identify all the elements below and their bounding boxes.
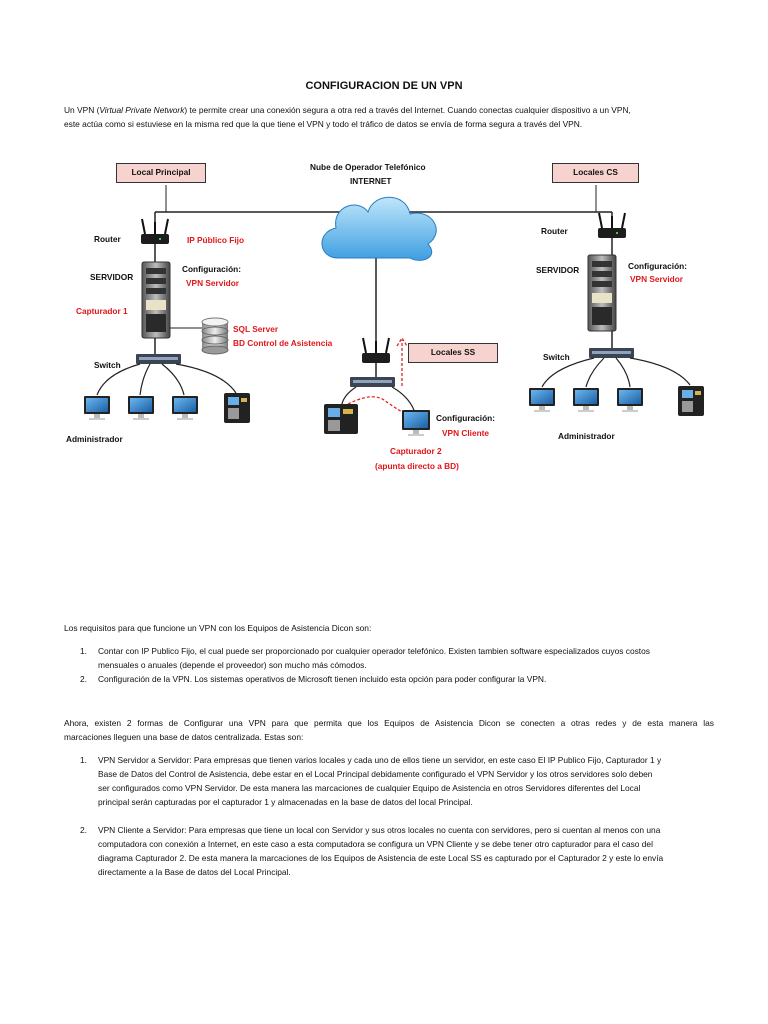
- list-text: principal serán capturadas por el captur…: [98, 797, 473, 807]
- intro-text-2: ) te permite crear una conexión segura a…: [184, 105, 631, 115]
- internet-cloud-icon: [321, 196, 437, 261]
- pc-icon: [128, 396, 154, 420]
- sql-server-label: SQL Server: [233, 324, 279, 334]
- intro-italic: Virtual Private Network: [99, 105, 185, 115]
- list-item: 1. Contar con IP Publico Fijo, el cual p…: [64, 644, 714, 672]
- capturador1-label: Capturador 1: [76, 306, 128, 316]
- server-icon-left: [141, 244, 171, 339]
- list-item: 2. VPN Cliente a Servidor: Para empresas…: [64, 823, 714, 879]
- list-text: ser configurados como VPN Servidor. De e…: [98, 783, 641, 793]
- switch-label-right: Switch: [543, 352, 570, 362]
- router-icon-right: [598, 212, 626, 238]
- local-principal-box: Local Principal: [116, 163, 206, 183]
- intro-text-3: este actúa como si estuviese en la misma…: [64, 119, 583, 129]
- list-text: computadora con conexión a Internet, en …: [98, 839, 653, 849]
- pc-icon: [529, 388, 555, 412]
- wires-center: [341, 386, 415, 411]
- router-label-left: Router: [94, 234, 121, 244]
- cloud-label: Nube de Operador Telefónico: [310, 162, 426, 172]
- formas-list: 1. VPN Servidor a Servidor: Para empresa…: [64, 753, 714, 879]
- list-number: 2.: [80, 674, 87, 684]
- servidor-label-right: SERVIDOR: [536, 265, 580, 275]
- list-text: mensuales o anuales (depende el proveedo…: [98, 660, 367, 670]
- list-text: VPN Cliente a Servidor: Para empresas qu…: [98, 825, 661, 835]
- locales-cs-box: Locales CS: [552, 163, 639, 183]
- config-label-center: Configuración:: [436, 413, 495, 423]
- router-icon-center: [362, 337, 390, 363]
- list-text: VPN Servidor a Servidor: Para empresas q…: [98, 755, 662, 765]
- list-text: diagrama Capturador 2. De esta manera la…: [98, 853, 664, 863]
- intro-paragraph: Un VPN (Virtual Private Network) te perm…: [64, 103, 714, 131]
- list-number: 2.: [80, 825, 87, 835]
- switch-icon-left: [136, 338, 181, 364]
- switch-icon-right: [589, 331, 634, 358]
- pc-icon: [84, 396, 110, 420]
- capturador2-label: Capturador 2: [390, 446, 442, 456]
- switch-icon-center: [350, 363, 395, 387]
- formas-intro: Ahora, existen 2 formas de Configurar un…: [64, 716, 714, 744]
- internet-label: INTERNET: [350, 176, 392, 186]
- list-text: Base de Datos del Control de Asistencia,…: [98, 769, 653, 779]
- router-label-right: Router: [541, 226, 568, 236]
- vpn-servidor-label-right: VPN Servidor: [630, 274, 684, 284]
- wires-right: [541, 357, 691, 388]
- page-title: CONFIGURACION DE UN VPN: [305, 80, 463, 92]
- attendance-device-icon: [224, 393, 250, 423]
- list-item: 1. VPN Servidor a Servidor: Para empresa…: [64, 753, 714, 809]
- list-item: 2. Configuración de la VPN. Los sistemas…: [64, 672, 714, 686]
- list-text: directamente a la Base de datos del Loca…: [98, 867, 291, 877]
- admin-label-right: Administrador: [558, 431, 615, 441]
- locales-ss-box: Locales SS: [408, 343, 498, 363]
- list-text: Configuración de la VPN. Los sistemas op…: [98, 674, 547, 684]
- database-icon: [170, 317, 229, 355]
- pc-icon: [617, 388, 643, 412]
- server-icon-right: [587, 238, 617, 332]
- apunta-bd-label: (apunta directo a BD): [375, 461, 459, 471]
- formas-text: marcaciones lleguen una base de datos ce…: [64, 732, 304, 742]
- router-icon-left: [141, 218, 169, 244]
- attendance-device-icon: [678, 386, 704, 416]
- attendance-device-icon: [324, 404, 358, 434]
- intro-text-1: Un VPN (: [64, 105, 100, 115]
- wires-left: [96, 363, 237, 396]
- list-number: 1.: [80, 755, 87, 765]
- pc-icon: [402, 410, 430, 436]
- admin-label-left: Administrador: [66, 434, 123, 444]
- pc-icon: [573, 388, 599, 412]
- vpn-servidor-label-left: VPN Servidor: [186, 278, 240, 288]
- vpn-cliente-label: VPN Cliente: [442, 428, 490, 438]
- requisitos-list: 1. Contar con IP Publico Fijo, el cual p…: [64, 644, 714, 686]
- list-number: 1.: [80, 646, 87, 656]
- formas-text: Ahora, existen 2 formas de Configurar un…: [64, 718, 714, 728]
- config-label-right: Configuración:: [628, 261, 687, 271]
- list-text: Contar con IP Publico Fijo, el cual pued…: [98, 646, 650, 656]
- bd-control-label: BD Control de Asistencia: [233, 338, 333, 348]
- switch-label-left: Switch: [94, 360, 121, 370]
- ip-publico-label: IP Público Fijo: [187, 235, 245, 245]
- config-label-left: Configuración:: [182, 264, 241, 274]
- requisitos-intro: Los requisitos para que funcione un VPN …: [64, 623, 372, 633]
- servidor-label-left: SERVIDOR: [90, 272, 134, 282]
- pc-icon: [172, 396, 198, 420]
